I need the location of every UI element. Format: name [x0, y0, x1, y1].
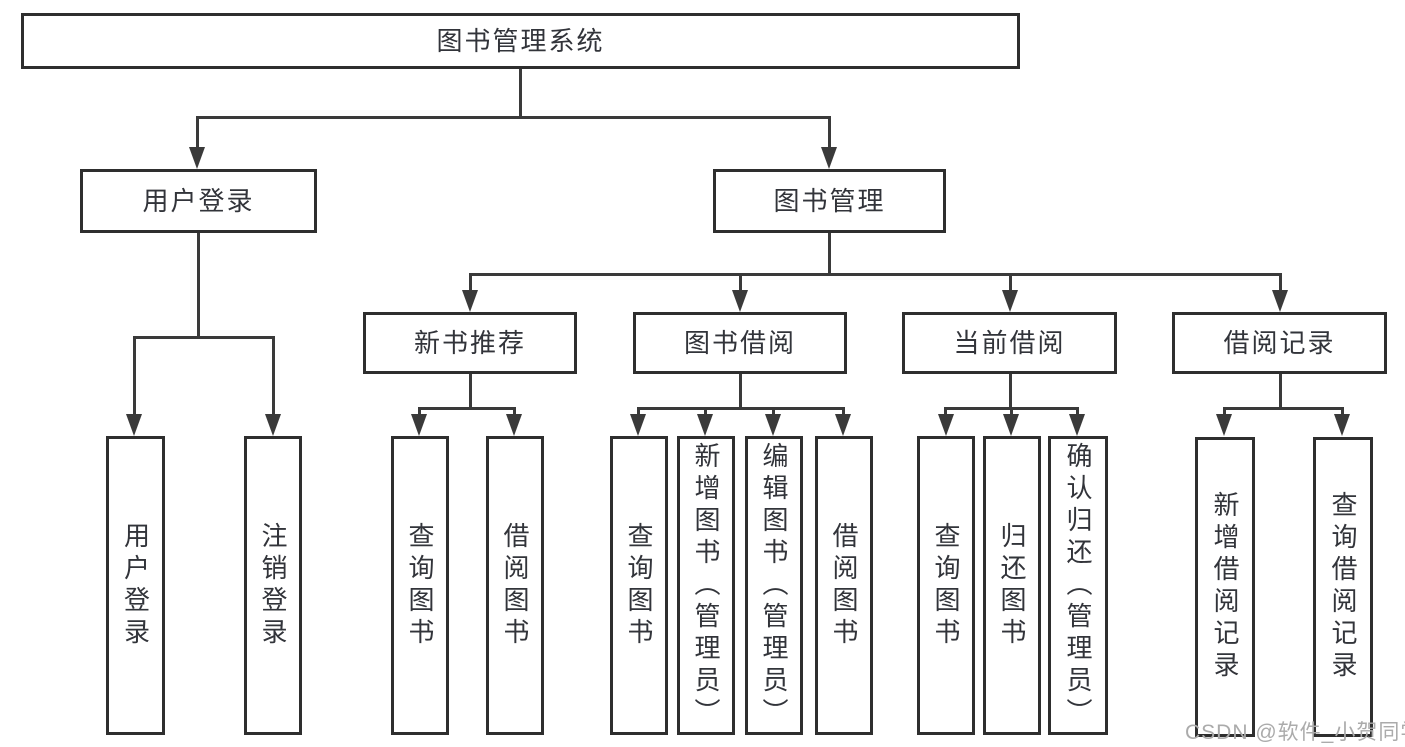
connector-new-book-recommend-stem	[469, 374, 472, 410]
leaf-query-borrow-record-label: 查询借阅记录	[1328, 491, 1358, 683]
leaf-confirm-return: 确认归还（管理员）	[1048, 436, 1108, 735]
connector-drop-borrow-record	[1279, 273, 1282, 293]
node-new-book-recommend-label: 新书推荐	[413, 328, 526, 358]
arrow-down-leaf-user-login	[126, 414, 142, 436]
leaf-borrow-book-1-label: 借阅图书	[500, 521, 530, 650]
leaf-query-book-1: 查询图书	[391, 436, 449, 735]
connector-g3-hbar	[637, 407, 845, 410]
connector-drop-book-management	[828, 116, 831, 150]
arrow-down-confirm-return	[1069, 414, 1085, 436]
leaf-borrow-book-2: 借阅图书	[815, 436, 873, 735]
leaf-query-book-3: 查询图书	[917, 436, 975, 735]
leaf-edit-book-label: 编辑图书（管理员）	[759, 441, 789, 730]
leaf-return-book-label: 归还图书	[997, 521, 1027, 650]
connector-drop-borrow-book-1	[513, 407, 516, 417]
node-borrow-record: 借阅记录	[1172, 312, 1387, 374]
connector-drop-confirm-return	[1076, 407, 1079, 417]
connector-user-login-stem	[197, 233, 200, 339]
leaf-query-book-2: 查询图书	[610, 436, 668, 735]
leaf-confirm-return-label: 确认归还（管理员）	[1063, 441, 1093, 730]
leaf-user-login-label: 用户登录	[120, 521, 151, 650]
arrow-down-borrow-record	[1272, 290, 1288, 312]
leaf-query-borrow-record: 查询借阅记录	[1313, 437, 1373, 737]
node-root: 图书管理系统	[21, 13, 1020, 69]
leaf-edit-book: 编辑图书（管理员）	[745, 436, 803, 735]
arrow-down-edit-book	[765, 414, 781, 436]
connector-book-management-stem	[828, 233, 831, 276]
arrow-down-return-book	[1003, 414, 1019, 436]
connector-g2-hbar	[418, 407, 516, 410]
csdn-watermark: CSDN @软件_小贺同学	[1185, 721, 1405, 744]
arrow-down-leaf-logout	[265, 414, 281, 436]
arrow-down-new-book-recommend	[462, 290, 478, 312]
node-book-borrow: 图书借阅	[633, 312, 847, 374]
node-user-login-label: 用户登录	[142, 186, 255, 216]
leaf-add-borrow-record: 新增借阅记录	[1195, 437, 1255, 737]
arrow-down-borrow-book-2	[835, 414, 851, 436]
connector-current-borrow-stem	[1009, 374, 1012, 410]
node-root-label: 图书管理系统	[436, 26, 605, 56]
arrow-down-query-book-2	[630, 414, 646, 436]
node-new-book-recommend: 新书推荐	[363, 312, 577, 374]
arrow-down-query-book-3	[938, 414, 954, 436]
leaf-add-book-label: 新增图书（管理员）	[691, 441, 721, 730]
leaf-return-book: 归还图书	[983, 436, 1041, 735]
leaf-query-book-2-label: 查询图书	[624, 521, 654, 650]
connector-book-borrow-stem	[739, 374, 742, 410]
connector-drop-leaf-logout	[272, 336, 275, 416]
connector-root-stem	[519, 69, 522, 117]
node-user-login: 用户登录	[80, 169, 317, 233]
node-book-borrow-label: 图书借阅	[683, 328, 796, 358]
connector-level3-hbar	[469, 273, 1282, 276]
node-book-management-label: 图书管理	[773, 186, 886, 216]
connector-drop-add-borrow-record	[1223, 407, 1226, 417]
arrow-down-query-book-1	[411, 414, 427, 436]
leaf-query-book-3-label: 查询图书	[931, 521, 961, 650]
leaf-user-login: 用户登录	[106, 436, 165, 735]
connector-drop-user-login	[196, 116, 199, 150]
connector-drop-query-book-3	[944, 407, 947, 417]
leaf-borrow-book-1: 借阅图书	[486, 436, 544, 735]
connector-drop-new-book-recommend	[469, 273, 472, 293]
arrow-down-book-borrow	[732, 290, 748, 312]
connector-drop-query-borrow-record	[1341, 407, 1344, 417]
arrow-down-add-borrow-record	[1216, 414, 1232, 436]
leaf-add-book: 新增图书（管理员）	[677, 436, 735, 735]
leaf-logout: 注销登录	[244, 436, 302, 735]
leaf-add-borrow-record-label: 新增借阅记录	[1210, 491, 1240, 683]
connector-g5-hbar	[1223, 407, 1344, 410]
arrow-down-current-borrow	[1002, 290, 1018, 312]
leaf-borrow-book-2-label: 借阅图书	[829, 521, 859, 650]
connector-drop-leaf-user-login	[133, 336, 136, 416]
connector-drop-return-book	[1010, 407, 1013, 417]
connector-drop-add-book	[704, 407, 707, 417]
connector-borrow-record-stem	[1279, 374, 1282, 410]
connector-drop-query-book-2	[637, 407, 640, 417]
connector-drop-book-borrow	[739, 273, 742, 293]
leaf-query-book-1-label: 查询图书	[405, 521, 435, 650]
node-current-borrow: 当前借阅	[902, 312, 1117, 374]
node-book-management: 图书管理	[713, 169, 946, 233]
connector-drop-current-borrow	[1009, 273, 1012, 293]
connector-drop-edit-book	[772, 407, 775, 417]
arrow-down-borrow-book-1	[506, 414, 522, 436]
arrow-down-query-borrow-record	[1334, 414, 1350, 436]
connector-drop-query-book-1	[418, 407, 421, 417]
arrow-down-book-management	[821, 147, 837, 169]
arrow-down-user-login	[189, 147, 205, 169]
node-borrow-record-label: 借阅记录	[1223, 328, 1336, 358]
connector-root-hbar	[196, 116, 831, 119]
connector-drop-borrow-book-2	[842, 407, 845, 417]
leaf-logout-label: 注销登录	[258, 521, 288, 650]
arrow-down-add-book	[697, 414, 713, 436]
connector-user-login-hbar	[133, 336, 275, 339]
node-current-borrow-label: 当前借阅	[953, 328, 1066, 358]
